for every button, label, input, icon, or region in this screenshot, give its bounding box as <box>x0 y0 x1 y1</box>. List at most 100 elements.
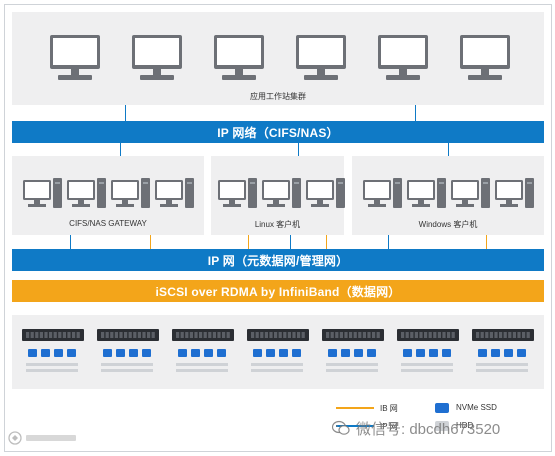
ib-link-win <box>486 235 487 249</box>
hdd-icon <box>476 363 528 366</box>
nvme-ssd-icon <box>279 349 288 357</box>
hdd-icon <box>401 363 453 366</box>
nvme-ssd-icon <box>354 349 363 357</box>
storage-server-icon <box>322 329 384 341</box>
legend-nvme-label: NVMe SSD <box>456 403 497 412</box>
workstation-monitor-icon <box>296 35 346 80</box>
storage-server-icon <box>472 329 534 341</box>
ip-link-top-left <box>125 105 126 121</box>
storage-server-icon <box>397 329 459 341</box>
client-computer-icon <box>451 178 490 208</box>
ip-network-top-band: IP 网络（CIFS/NAS） <box>12 121 544 143</box>
legend-ip-line <box>336 425 374 427</box>
client-computer-icon <box>262 178 301 208</box>
hdd-icon <box>176 363 228 366</box>
nvme-ssd-icon <box>416 349 425 357</box>
logo-mark-icon <box>8 431 76 445</box>
hdd-icon <box>26 363 78 366</box>
client-computer-icon <box>306 178 345 208</box>
group-label-gateway: CIFS/NAS GATEWAY <box>69 219 147 228</box>
workstation-monitor-icon <box>378 35 428 80</box>
nvme-ssd-icon <box>204 349 213 357</box>
nvme-ssd-icon <box>41 349 50 357</box>
workstation-cluster-panel: 应用工作站集群 <box>12 12 544 105</box>
storage-server-icon <box>97 329 159 341</box>
ip-link-linux <box>290 235 291 249</box>
nvme-ssd-icon <box>435 403 449 413</box>
legend-ib-label: IB 网 <box>380 404 398 413</box>
nvme-ssd-icon <box>504 349 513 357</box>
legend: IB 网 IP 网 NVMe SSD HDD <box>330 398 545 438</box>
iscsi-rdma-band: iSCSI over RDMA by InfiniBand（数据网） <box>12 280 544 302</box>
client-computer-icon <box>407 178 446 208</box>
nvme-ssd-icon <box>328 349 337 357</box>
watermark: 微信号: dbcdh673520 <box>332 416 500 440</box>
hdd-icon <box>435 421 449 431</box>
ib-link-linux <box>248 235 249 249</box>
legend-hdd-label: HDD <box>456 421 474 430</box>
ip-link-win <box>388 235 389 249</box>
hdd-icon <box>326 363 378 366</box>
storage-node <box>170 329 236 381</box>
hdd-icon <box>401 369 453 372</box>
workstation-monitor-icon <box>460 35 510 80</box>
nvme-ssd-icon <box>478 349 487 357</box>
legend-ip-label: IP 网 <box>380 422 398 431</box>
cifs-nas-gateway-panel: CIFS/NAS GATEWAY <box>12 156 204 235</box>
storage-server-icon <box>247 329 309 341</box>
ip-link-mid-2 <box>298 143 299 156</box>
nvme-ssd-icon <box>517 349 526 357</box>
nvme-ssd-icon <box>253 349 262 357</box>
group-label-linux: Linux 客户机 <box>254 220 301 229</box>
client-computer-icon <box>363 178 402 208</box>
storage-node <box>470 329 536 381</box>
client-computer-icon <box>23 178 62 208</box>
nvme-ssd-icon <box>341 349 350 357</box>
nvme-ssd-icon <box>129 349 138 357</box>
storage-node <box>95 329 161 381</box>
logo <box>8 430 80 446</box>
workstation-monitor-icon <box>132 35 182 80</box>
client-computer-icon <box>67 178 106 208</box>
wechat-icon <box>332 420 350 435</box>
hdd-icon <box>101 369 153 372</box>
watermark-text: 微信号: dbcdh673520 <box>356 420 501 438</box>
nvme-ssd-icon <box>292 349 301 357</box>
ip-link-top-right <box>415 105 416 121</box>
group-label-windows: Windows 客户机 <box>418 220 478 229</box>
nvme-ssd-icon <box>142 349 151 357</box>
hdd-icon <box>326 369 378 372</box>
hdd-icon <box>101 363 153 366</box>
nvme-ssd-icon <box>191 349 200 357</box>
storage-node <box>395 329 461 381</box>
linux-client-panel: Linux 客户机 <box>211 156 345 235</box>
nvme-ssd-icon <box>442 349 451 357</box>
nvme-ssd-icon <box>178 349 187 357</box>
storage-server-icon <box>22 329 84 341</box>
hdd-icon <box>176 369 228 372</box>
ip-network-meta-band: IP 网（元数据网/管理网） <box>12 249 544 271</box>
storage-node <box>20 329 86 381</box>
nvme-ssd-icon <box>429 349 438 357</box>
hdd-icon <box>26 369 78 372</box>
storage-node <box>320 329 386 381</box>
storage-node <box>245 329 311 381</box>
windows-client-panel: Windows 客户机 <box>352 156 544 235</box>
nvme-ssd-icon <box>403 349 412 357</box>
nvme-ssd-icon <box>116 349 125 357</box>
nvme-ssd-icon <box>217 349 226 357</box>
workstation-monitor-icon <box>214 35 264 80</box>
nvme-ssd-icon <box>491 349 500 357</box>
hdd-icon <box>476 369 528 372</box>
ip-link-mid-3 <box>448 143 449 156</box>
nvme-ssd-icon <box>28 349 37 357</box>
storage-panel <box>12 315 544 389</box>
legend-ib-line <box>336 407 374 409</box>
storage-server-icon <box>172 329 234 341</box>
nvme-ssd-icon <box>266 349 275 357</box>
ib-link-gw <box>150 235 151 249</box>
client-computer-icon <box>218 178 257 208</box>
ip-link-gw <box>70 235 71 249</box>
client-computer-icon <box>155 178 194 208</box>
workstation-monitor-icon <box>50 35 100 80</box>
